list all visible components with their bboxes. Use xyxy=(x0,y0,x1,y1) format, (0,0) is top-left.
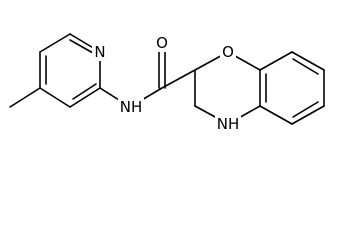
bond-c5-c4a xyxy=(259,105,293,125)
bond-c8-c7 xyxy=(291,51,325,71)
atom-layer: N O NH O NH xyxy=(92,34,241,133)
bond-pyridine-n-c6-double xyxy=(69,39,94,54)
bond-carbonyl-c2 xyxy=(161,69,196,89)
atom-ring-oxygen: O xyxy=(220,43,236,61)
bond-c6-c5 xyxy=(291,105,325,125)
bond-pyridine-c4-c3 xyxy=(39,87,71,108)
bond-c8a-c8 xyxy=(259,51,293,71)
bond-methyl xyxy=(9,87,41,108)
atom-label-pyridine-n: N xyxy=(94,43,105,61)
atom-label-ring-o: O xyxy=(222,43,234,61)
bond-c6-c5-double xyxy=(292,101,319,118)
atom-label-ring-nh: NH xyxy=(217,115,240,133)
bond-pyridine-c3-c2-double xyxy=(72,83,97,100)
atom-label-amide-o: O xyxy=(156,34,168,52)
atom-pyridine-nitrogen: N xyxy=(92,43,108,61)
atom-amide-nitrogen: NH xyxy=(118,98,144,116)
atom-amide-oxygen: O xyxy=(154,34,170,52)
atom-ring-nitrogen: NH xyxy=(215,115,241,133)
atom-label-amide-nh: NH xyxy=(120,98,143,116)
bond-pyridine-c3-c2 xyxy=(69,87,101,108)
molecule-structure: N O NH O NH xyxy=(9,33,325,133)
bond-pyridine-c6-c5 xyxy=(39,33,71,53)
bond-c8-c7-double xyxy=(292,58,319,75)
